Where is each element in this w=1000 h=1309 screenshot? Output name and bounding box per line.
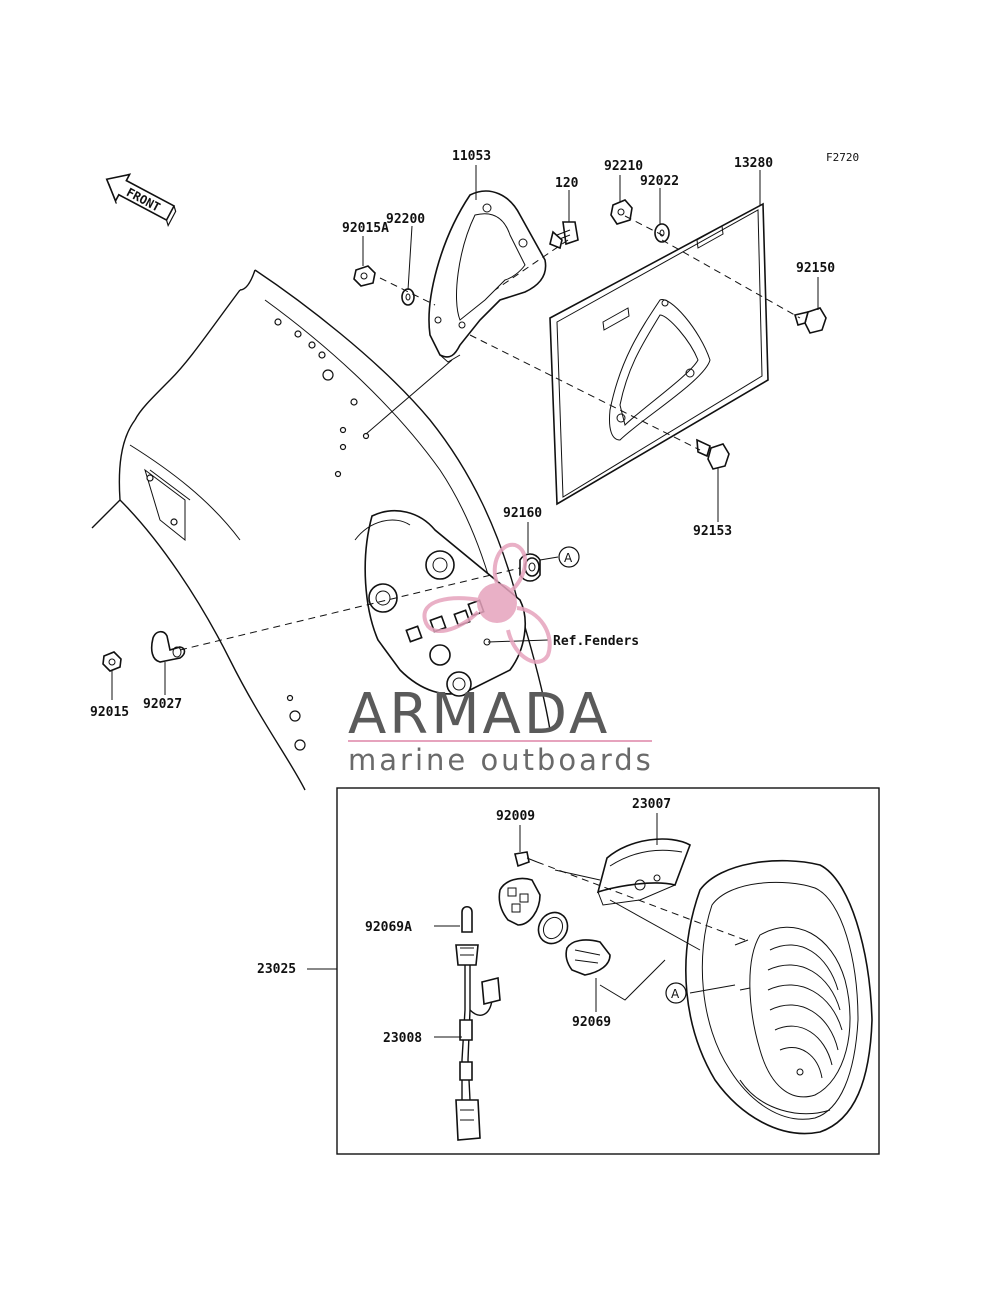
fender-holes [146,318,370,751]
label-92210: 92210 [604,159,643,174]
label-92069: 92069 [572,1015,611,1030]
label-13280: 13280 [734,156,773,171]
label-92022: 92022 [640,174,679,189]
screw-92009 [514,851,538,868]
taillight-assembly-box [336,787,880,1155]
leader-lines [111,165,819,700]
label-92160: 92160 [503,506,542,521]
nut-92015 [102,651,122,672]
svg-text:A: A [564,551,573,565]
bolt-92150 [793,307,827,334]
label-23007: 23007 [632,797,671,812]
bulb-92069A [461,905,473,933]
watermark-brand: ARMADA [348,682,610,747]
figure-code: F2720 [826,151,859,164]
label-23008: 23008 [383,1031,422,1046]
nut-92015A [353,265,376,287]
watermark-tagline: marine outboards [348,743,654,777]
ref-fenders-note: Ref.Fenders [553,634,639,649]
label-92027: 92027 [143,697,182,712]
wiring-harness-23008 [455,944,501,1141]
washer-92200 [401,288,415,306]
label-92015: 92015 [90,705,129,720]
rear-fender [91,269,551,791]
front-direction-arrow-icon: FRONT [105,173,177,228]
label-11053: 11053 [452,149,491,164]
label-92009: 92009 [496,809,535,824]
taillight-housing [685,859,873,1135]
assembly-lines-top [179,215,801,651]
label-92200: 92200 [386,212,425,227]
screw-120 [549,221,579,250]
reference-marker-a-lower: A [665,982,687,1004]
part-labels: 11053 120 92210 92022 13280 92015A 92200… [90,149,835,1046]
label-92015A: 92015A [342,221,389,236]
watermark-divider [348,740,652,742]
label-92153: 92153 [693,524,732,539]
bolt-92153 [696,438,730,470]
armada-logo-icon [422,542,552,664]
armada-watermark: ARMADA marine outboards [348,542,654,777]
assembly-lines-bottom [536,861,746,1001]
collar-92027 [150,630,186,663]
label-92069A: 92069A [365,920,412,935]
bulb-92069 [565,939,611,976]
washer-92022 [654,223,670,243]
nut-92210 [610,199,633,225]
license-bracket-11053 [428,190,547,363]
svg-text:A: A [671,987,680,1001]
label-92150: 92150 [796,261,835,276]
gasket [537,911,569,945]
socket [498,877,541,926]
box-leader-lines [307,813,658,1038]
label-23025: 23025 [257,962,296,977]
reference-marker-a-upper: A [558,546,580,568]
lens-cover-23007 [596,838,691,906]
label-120: 120 [555,176,579,191]
license-plate-13280 [549,202,769,506]
